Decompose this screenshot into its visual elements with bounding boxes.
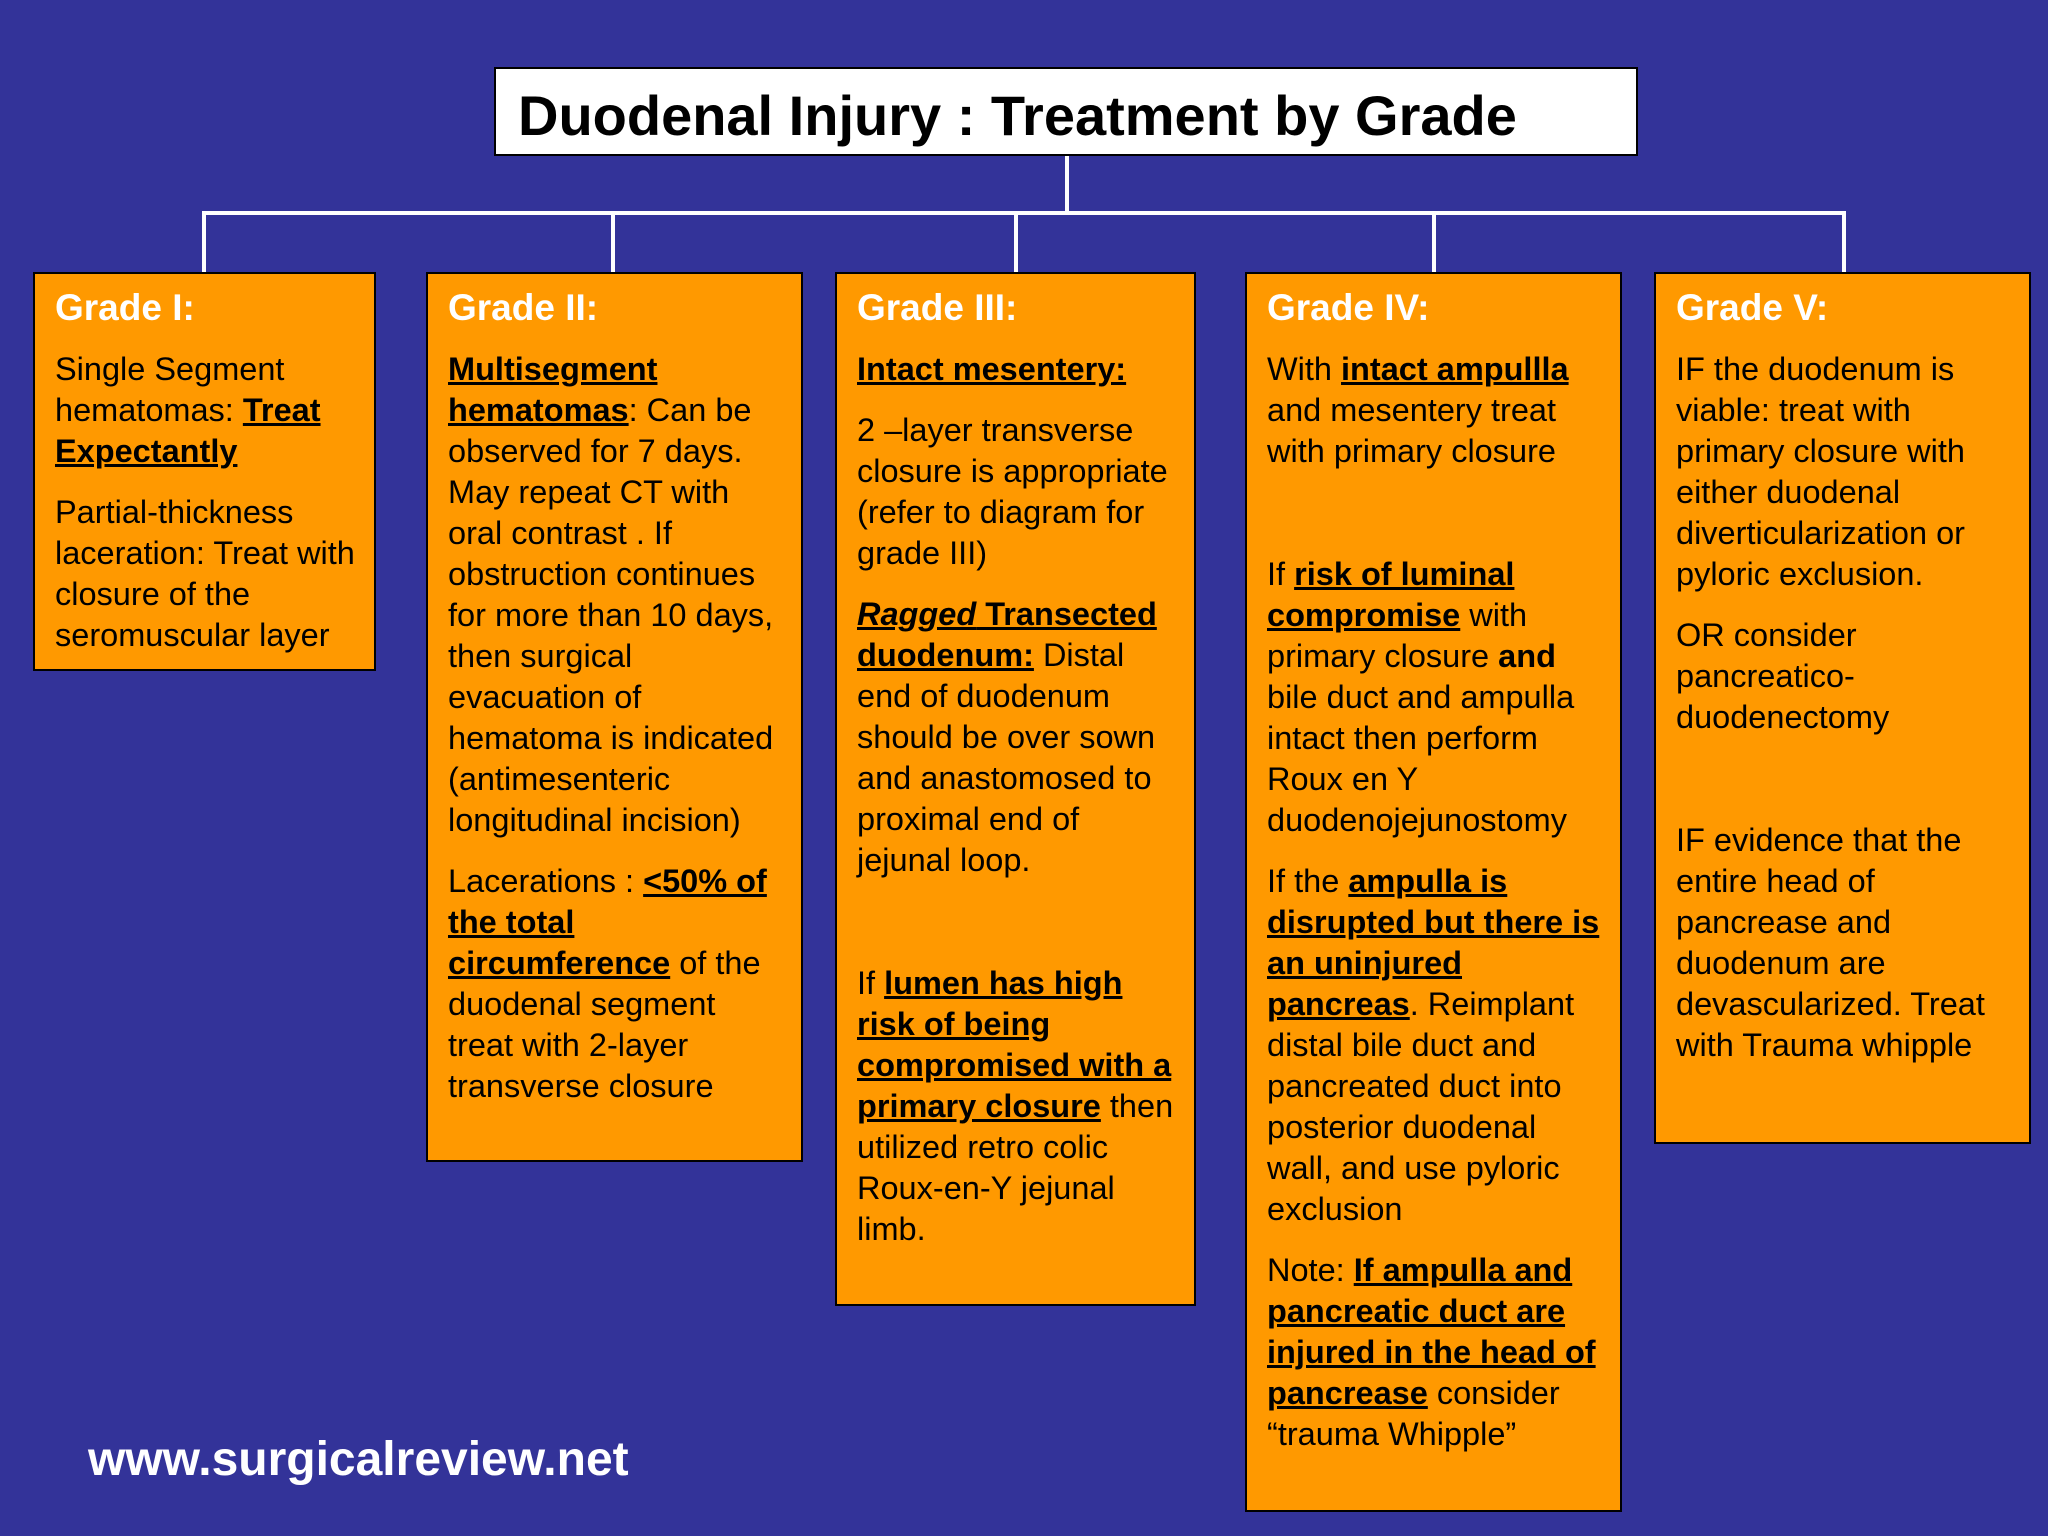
grade-5-text-2: OR consider pancreatico-duodenectomy — [1676, 617, 1890, 735]
grade-3-text-4: If lumen has high risk of being compromi… — [857, 965, 1174, 1247]
grade-4-box: Grade IV: With intact ampullla and mesen… — [1245, 272, 1622, 1512]
connector-grade-4 — [1432, 211, 1436, 273]
connector-grade-5 — [1842, 211, 1846, 273]
grade-4-text-4: Note: If ampulla and pancreatic duct are… — [1267, 1252, 1596, 1452]
connector-grade-2 — [611, 211, 615, 273]
grade-5-box: Grade V: IF the duodenum is viable: trea… — [1654, 272, 2031, 1144]
grade-3-text-2: 2 –layer transverse closure is appropria… — [857, 412, 1168, 571]
grade-4-text-3: If the ampulla is disrupted but there is… — [1267, 863, 1600, 1227]
grade-1-text-1: Single Segment hematomas: Treat Expectan… — [55, 351, 321, 469]
grade-5-heading: Grade V: — [1676, 287, 1829, 328]
grade-2-heading: Grade II: — [448, 287, 599, 328]
grade-2-text-2: Lacerations : <50% of the total circumfe… — [448, 863, 767, 1104]
grade-4-text-1: With intact ampullla and mesentery treat… — [1267, 351, 1569, 469]
grade-3-box: Grade III: Intact mesentery: 2 –layer tr… — [835, 272, 1196, 1306]
connector-grade-3 — [1014, 211, 1018, 273]
connector-trunk — [1065, 156, 1069, 213]
grade-1-heading: Grade I: — [55, 287, 195, 328]
grade-4-heading: Grade IV: — [1267, 287, 1430, 328]
grade-2-text-1: Multisegment hematomas: Can be observed … — [448, 351, 774, 838]
grade-2-box: Grade II: Multisegment hematomas: Can be… — [426, 272, 803, 1162]
diagram-title: Duodenal Injury : Treatment by Grade — [494, 67, 1638, 156]
grade-3-heading: Grade III: — [857, 287, 1018, 328]
grade-1-box: Grade I: Single Segment hematomas: Treat… — [33, 272, 376, 671]
grade-1-text-2: Partial-thickness laceration: Treat with… — [55, 494, 355, 653]
grade-5-text-3: IF evidence that the entire head of panc… — [1676, 822, 1985, 1063]
grade-5-text-1: IF the duodenum is viable: treat with pr… — [1676, 351, 1966, 592]
grade-3-text-1: Intact mesentery: — [857, 351, 1127, 387]
connector-bar — [202, 211, 1846, 215]
grade-3-text-3: Ragged Transected duodenum: Distal end o… — [857, 596, 1157, 878]
source-url: www.surgicalreview.net — [88, 1433, 629, 1486]
grade-4-text-2: If risk of luminal compromise with prima… — [1267, 556, 1575, 838]
connector-grade-1 — [202, 211, 206, 273]
